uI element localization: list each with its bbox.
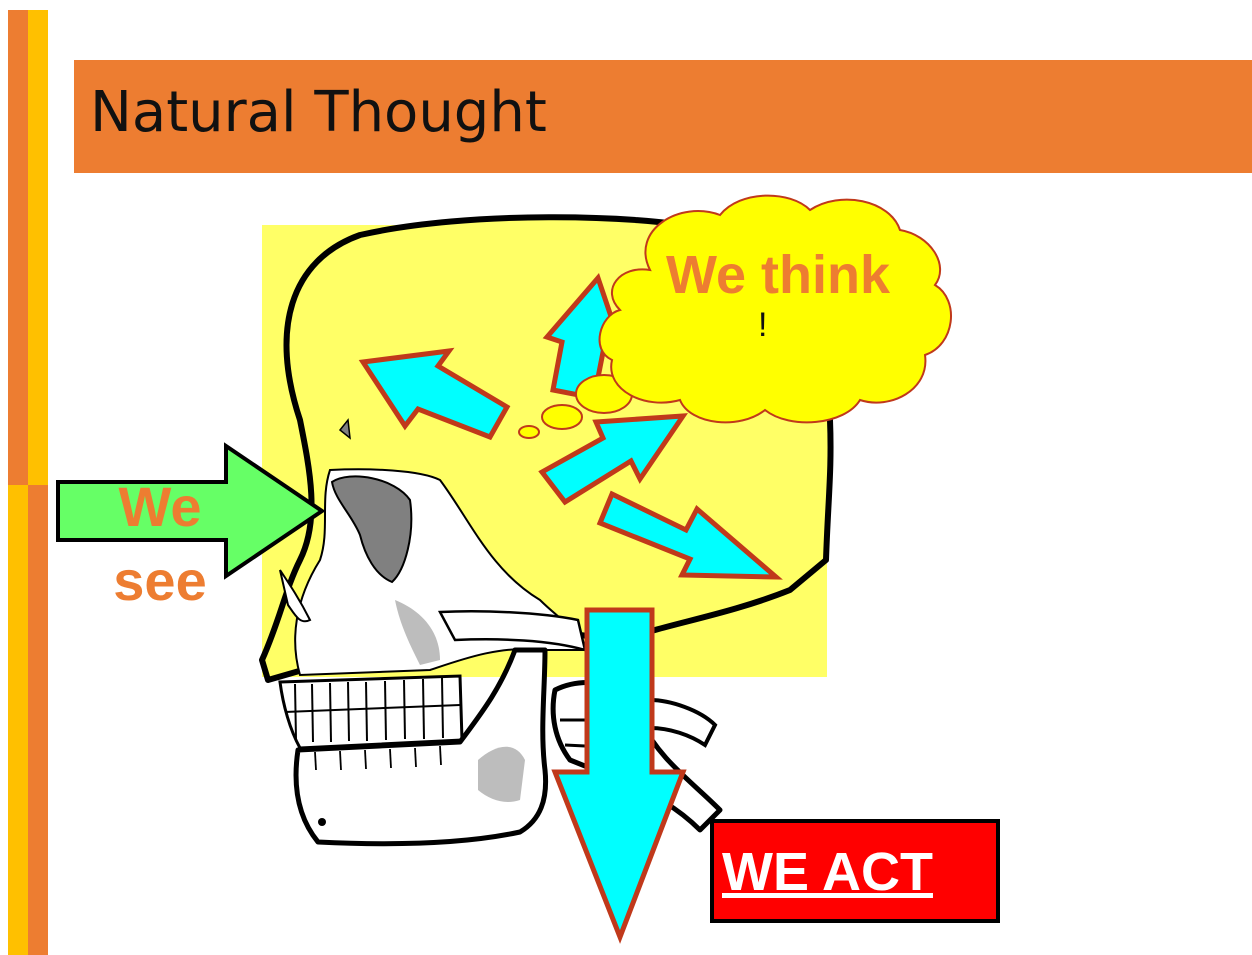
we-act-box: WE ACT <box>710 819 1000 923</box>
we-think-exclamation: ! <box>758 306 767 345</box>
we-think-label: We think <box>666 244 890 306</box>
we-act-label: WE ACT <box>722 841 933 903</box>
we-see-label: We see <box>100 470 220 618</box>
